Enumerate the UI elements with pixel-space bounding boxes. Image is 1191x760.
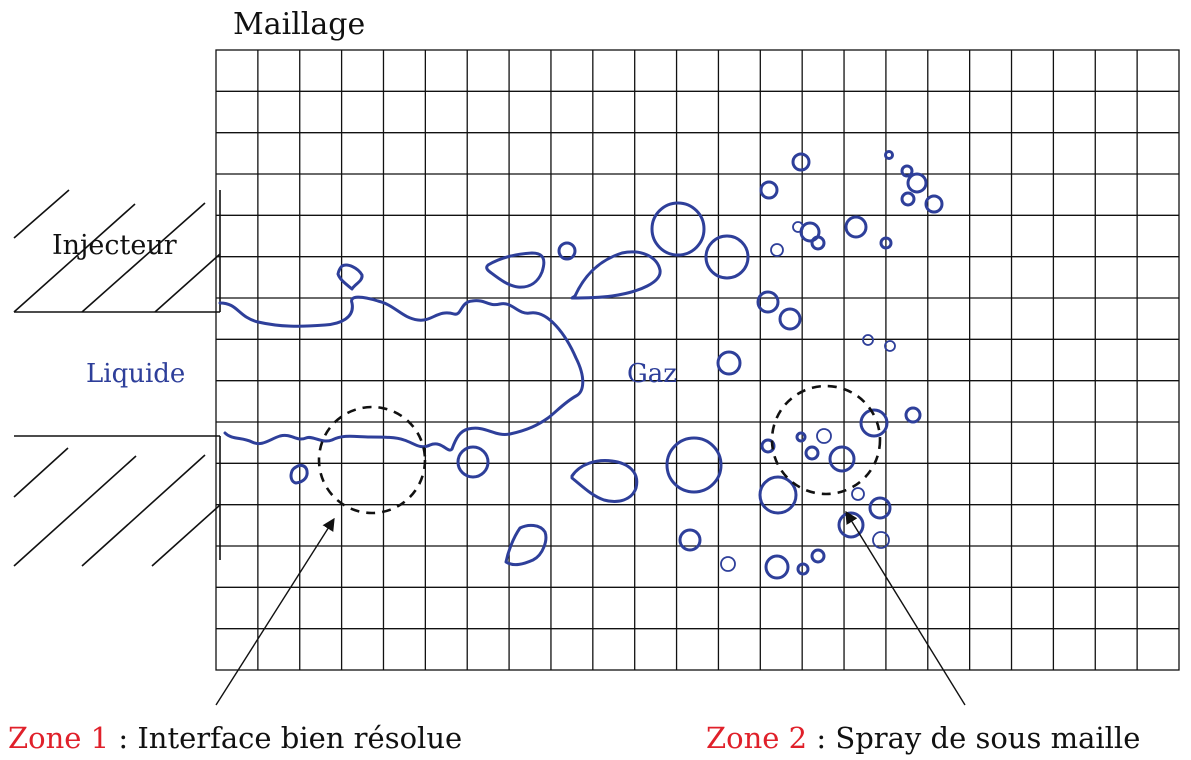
- droplet-ligament-1: [336, 263, 364, 291]
- droplet: [795, 431, 807, 443]
- zone2-arrow: [845, 510, 966, 706]
- droplet: [557, 241, 577, 261]
- droplet-ligament-3: [570, 250, 662, 300]
- droplet: [678, 528, 702, 552]
- droplet: [900, 191, 916, 207]
- mesh-label: Maillage: [233, 7, 365, 42]
- droplet: [810, 548, 826, 564]
- droplet: [716, 350, 742, 376]
- droplet: [900, 164, 914, 178]
- droplet: [804, 445, 820, 461]
- liquid-phase: [218, 250, 662, 567]
- droplet-ligament-5: [504, 523, 548, 567]
- droplet: [828, 445, 856, 473]
- liquid-jet-upper-interface: [218, 295, 585, 452]
- droplet: [792, 221, 804, 233]
- droplet-ligament-2: [485, 251, 546, 289]
- droplet: [872, 531, 890, 549]
- droplet: [756, 290, 780, 314]
- droplet: [650, 201, 706, 257]
- droplet: [810, 235, 826, 251]
- zone2-highlight-circle: [770, 384, 882, 496]
- droplet: [759, 180, 779, 200]
- zone1-caption: Zone 1 : Interface bien résolue: [8, 721, 462, 755]
- droplet: [868, 496, 892, 520]
- droplet: [796, 562, 810, 576]
- zone2-name: Zone 2: [706, 721, 807, 755]
- zone2-description: : Spray de sous maille: [807, 721, 1140, 755]
- droplet: [665, 436, 723, 494]
- injector-upper-wall: [13, 189, 221, 313]
- droplet: [851, 487, 865, 501]
- droplet: [904, 406, 922, 424]
- droplet: [859, 408, 889, 438]
- zone2-caption: Zone 2 : Spray de sous maille: [706, 721, 1140, 755]
- droplet: [456, 445, 490, 479]
- droplet-ligament-6: [289, 463, 309, 485]
- droplet: [924, 194, 944, 214]
- droplet: [862, 334, 874, 346]
- zone1-name: Zone 1: [8, 721, 109, 755]
- droplet: [760, 438, 776, 454]
- droplet: [844, 215, 868, 239]
- droplet: [816, 428, 832, 444]
- droplet: [758, 475, 798, 515]
- droplet-ligament-4: [570, 459, 639, 503]
- droplet: [879, 236, 893, 250]
- zone1-description: : Interface bien résolue: [109, 721, 462, 755]
- droplets: [456, 150, 944, 580]
- droplet: [764, 554, 790, 580]
- droplet: [884, 340, 896, 352]
- liquid-label: Liquide: [86, 359, 185, 389]
- injector-lower-wall: [13, 435, 221, 567]
- zone1-arrow: [215, 517, 335, 706]
- mesh-grid: [215, 49, 1180, 671]
- droplet: [770, 243, 784, 257]
- injector-label: Injecteur: [52, 230, 177, 261]
- droplet: [906, 172, 928, 194]
- droplet: [720, 556, 736, 572]
- zone1-highlight-circle: [317, 405, 427, 515]
- gas-label: Gaz: [627, 359, 677, 389]
- droplet: [704, 234, 750, 280]
- droplet: [884, 150, 894, 160]
- droplet: [791, 152, 811, 172]
- droplet: [778, 307, 802, 331]
